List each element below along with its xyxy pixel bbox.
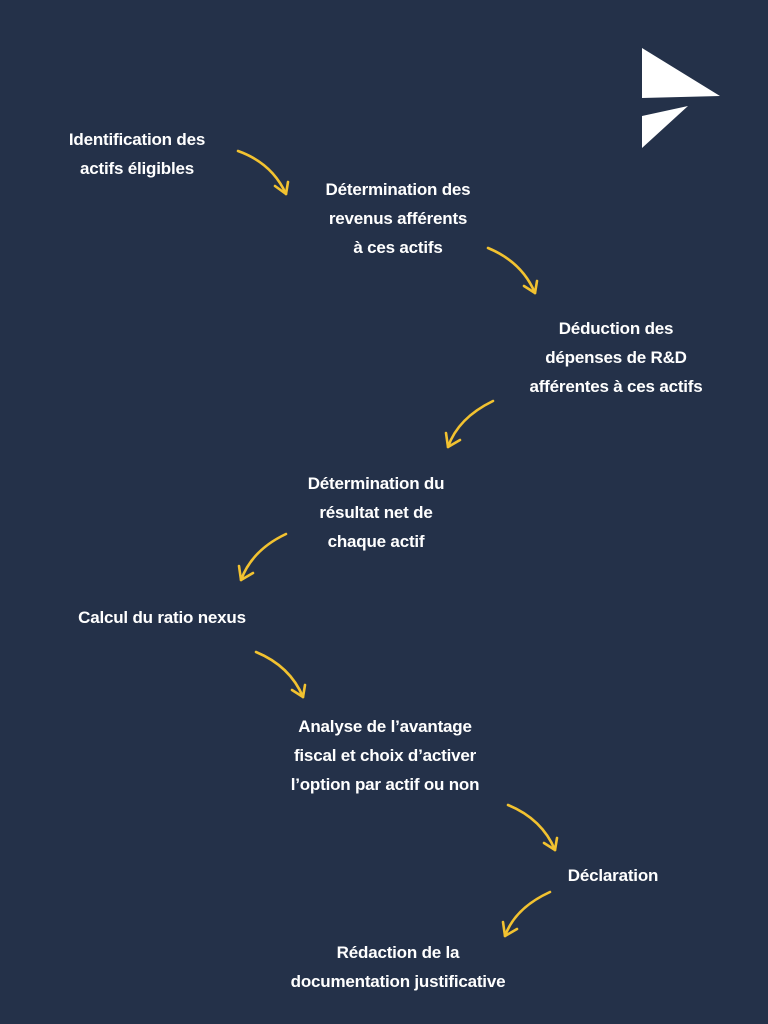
arrow-6-icon bbox=[506, 803, 559, 852]
arrow-7-icon bbox=[501, 890, 552, 938]
step-resultat: Détermination du résultat net de chaque … bbox=[276, 469, 476, 556]
step-text-line: documentation justificative bbox=[290, 972, 506, 991]
step-text-line: Calcul du ratio nexus bbox=[78, 608, 246, 627]
step-declaration: Déclaration bbox=[546, 861, 680, 890]
step-text-line: résultat net de bbox=[319, 503, 433, 522]
brand-logo-icon bbox=[642, 48, 720, 148]
step-redaction: Rédaction de la documentation justificat… bbox=[268, 938, 528, 996]
arrow-1-icon bbox=[236, 149, 290, 196]
step-text-line: Déclaration bbox=[567, 866, 659, 885]
step-identification: Identification des actifs éligibles bbox=[42, 125, 232, 183]
step-deduction: Déduction des dépenses de R&D afférentes… bbox=[506, 314, 726, 401]
step-text-line: actifs éligibles bbox=[80, 159, 194, 178]
step-text-line: Déduction des bbox=[558, 319, 674, 338]
step-text-line: fiscal et choix d’activer bbox=[293, 746, 477, 765]
step-text-line: à ces actifs bbox=[353, 238, 443, 257]
step-text-line: revenus afférents bbox=[328, 209, 468, 228]
step-text-line: dépenses de R&D bbox=[545, 348, 687, 367]
step-text-line: Identification des bbox=[68, 130, 206, 149]
step-text-line: l’option par actif ou non bbox=[290, 775, 480, 794]
step-text-line: Détermination du bbox=[307, 474, 445, 493]
step-text-line: afférentes à ces actifs bbox=[529, 377, 703, 396]
step-text-line: Rédaction de la bbox=[336, 943, 460, 962]
arrow-5-icon bbox=[254, 650, 307, 699]
arrow-4-icon bbox=[237, 532, 288, 582]
step-revenus: Détermination des revenus afférents à ce… bbox=[298, 175, 498, 262]
step-text-line: Analyse de l’avantage bbox=[298, 717, 472, 736]
step-ratio: Calcul du ratio nexus bbox=[52, 603, 272, 632]
arrow-3-icon bbox=[444, 399, 495, 449]
arrow-2-icon bbox=[486, 246, 539, 295]
step-text-line: chaque actif bbox=[327, 532, 425, 551]
step-text-line: Détermination des bbox=[325, 180, 471, 199]
step-analyse: Analyse de l’avantage fiscal et choix d’… bbox=[270, 712, 500, 799]
